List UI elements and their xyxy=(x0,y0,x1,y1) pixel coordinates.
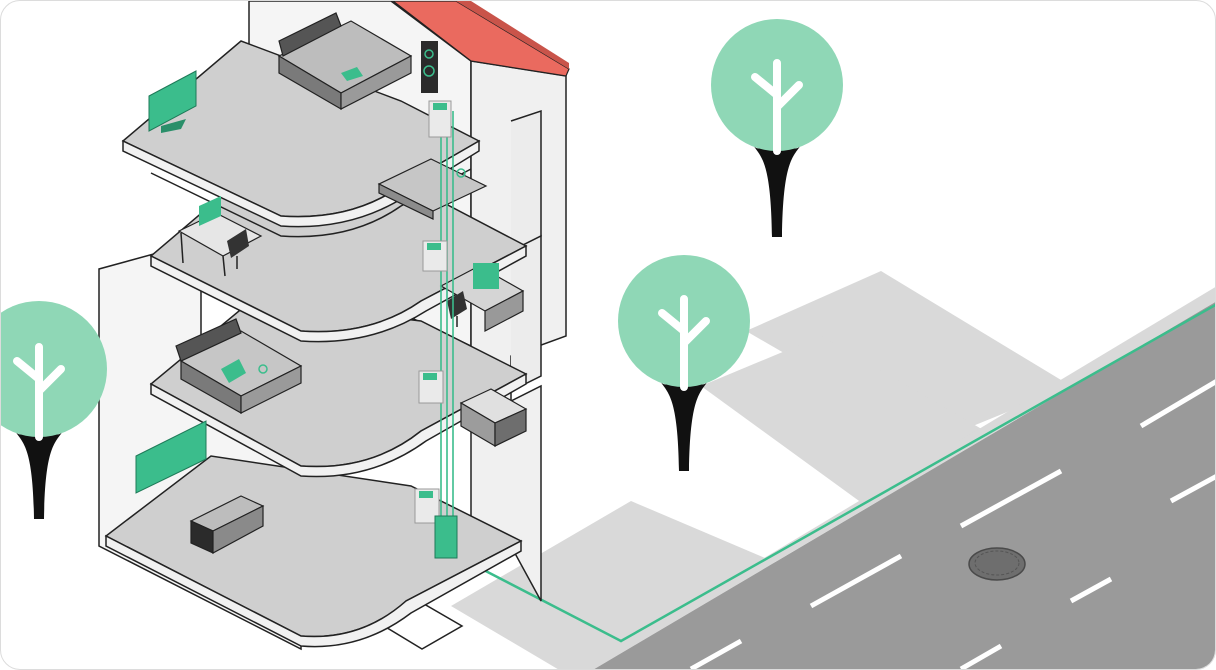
floor-2-furniture xyxy=(175,318,528,448)
network-distribution-box-icon xyxy=(434,515,458,559)
bed-icon xyxy=(377,158,488,220)
floor-1-furniture xyxy=(135,420,265,555)
roof xyxy=(392,1,570,77)
router-device-icon xyxy=(418,370,444,404)
bed-icon xyxy=(175,318,303,415)
curb xyxy=(579,287,1215,669)
lane-markings xyxy=(689,379,1215,669)
bed-icon xyxy=(277,12,413,111)
tree-layer xyxy=(1,19,843,519)
sofa-icon xyxy=(189,495,265,555)
television-icon xyxy=(148,70,197,133)
facade-notch-1 xyxy=(510,109,542,252)
router-device-icon xyxy=(414,488,440,524)
office-chair-icon xyxy=(447,291,467,327)
television-icon xyxy=(135,420,207,494)
tree-icon xyxy=(618,255,750,471)
tree-icon xyxy=(711,19,843,237)
network-riser xyxy=(440,109,454,551)
manhole-cover-icon xyxy=(968,547,1026,581)
tree-icon xyxy=(1,301,107,519)
desk-computer-icon xyxy=(439,263,525,332)
pavement-plot-upper xyxy=(746,271,1071,441)
office-chair-icon xyxy=(227,229,249,269)
floor-4 xyxy=(121,40,481,228)
floor-3-furniture xyxy=(177,158,525,332)
roof-edge xyxy=(456,1,569,69)
kitchen-cabinet-icon xyxy=(459,388,528,448)
speaker-icon xyxy=(421,41,438,93)
router-device-icon xyxy=(422,240,448,272)
router-device-icon xyxy=(428,100,452,138)
floor-4-furniture xyxy=(148,12,438,133)
